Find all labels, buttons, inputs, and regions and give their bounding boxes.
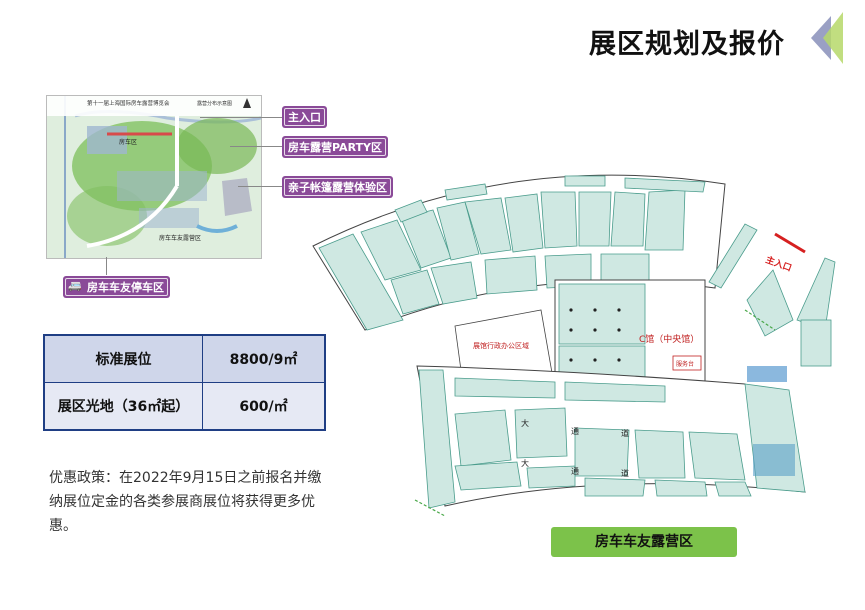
floor-office: 展馆行政办公区域: [473, 341, 529, 350]
floor-corridor-char: 大: [521, 458, 529, 468]
rv-icon: 🚐: [68, 279, 82, 292]
site-map-zone-label: 房车区: [119, 138, 137, 146]
floor-main-entrance: 主入口: [764, 254, 793, 275]
callout-rv-parking: 🚐 房车车友停车区: [63, 276, 170, 298]
price-table: 标准展位 8800/9㎡ 展区光地（36㎡起） 600/㎡: [43, 334, 326, 431]
rv-camp-zone-label: 房车车友露营区: [551, 527, 737, 557]
floor-corridor-char: 道: [621, 428, 629, 438]
floor-corridor-char: 道: [621, 468, 629, 478]
floor-corridor-char: 大: [521, 418, 529, 428]
site-map: 第十一届上海国际房车露营博览会 露营分布示意图 房车区 房车车友露营区: [46, 95, 262, 259]
price-row-value: 8800/9㎡: [202, 334, 326, 383]
site-map-car-park-label: 房车车友露营区: [159, 234, 201, 242]
callout-rv-party: 房车露营PARTY区: [282, 136, 389, 158]
site-map-caption-2: 露营分布示意图: [197, 100, 232, 107]
callout-main-entrance: 主入口: [282, 106, 327, 128]
floor-corridor-char: 通: [571, 426, 579, 436]
table-row: 展区光地（36㎡起） 600/㎡: [43, 382, 326, 431]
page-title: 展区规划及报价: [589, 29, 785, 60]
price-row-value: 600/㎡: [202, 382, 326, 431]
callout-family-tent: 亲子帐篷露营体验区: [282, 176, 393, 198]
price-row-label: 标准展位: [43, 334, 203, 383]
floor-service: 服务台: [676, 360, 694, 368]
north-arrow-icon: [243, 98, 251, 108]
site-map-caption: 第十一届上海国际房车露营博览会: [87, 99, 170, 107]
callout-rv-parking-label: 房车车友停车区: [87, 281, 164, 294]
price-row-label: 展区光地（36㎡起）: [43, 382, 203, 431]
floor-hall-c: C馆（中央馆）: [639, 333, 699, 345]
floor-plan: 主入口 C馆（中央馆） 服务台 展馆行政办公区域: [305, 170, 845, 534]
title-decoration-icon: [811, 12, 843, 64]
floor-corridor-char: 通: [571, 466, 579, 476]
policy-text: 优惠政策：在2022年9月15日之前报名并缴纳展位定金的各类参展商展位将获得更多…: [49, 470, 322, 534]
table-row: 标准展位 8800/9㎡: [43, 334, 326, 383]
